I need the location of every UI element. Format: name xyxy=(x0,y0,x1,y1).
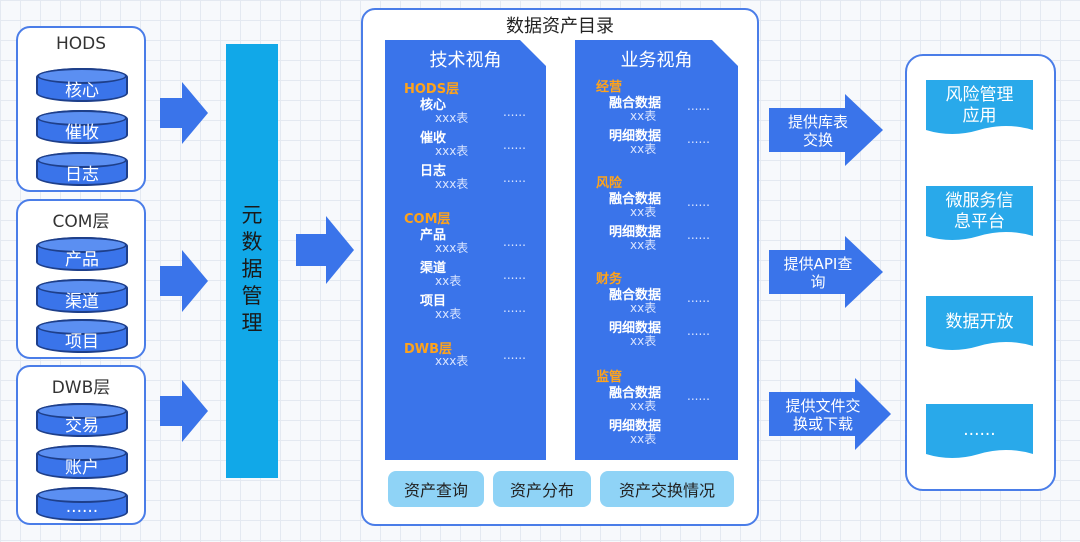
table-name: xx表 xyxy=(630,399,657,413)
row-label: 融合数据 xyxy=(609,288,662,303)
row-label: 日志 xyxy=(420,164,447,179)
ellipsis: ...... xyxy=(503,301,526,315)
table-name: xxx表 xyxy=(435,354,469,368)
service-label: 提供文件交 换或下载 xyxy=(785,397,861,433)
ellipsis: ...... xyxy=(503,268,526,282)
hods-group: HODS 核心 催收 日志 xyxy=(16,26,146,192)
section-name: 监管 xyxy=(596,370,623,385)
row-label: 融合数据 xyxy=(609,96,662,111)
table-name: xx表 xyxy=(630,432,657,446)
folded-corner xyxy=(712,40,738,66)
table-name: xxx表 xyxy=(435,177,469,191)
row-label: 催收 xyxy=(420,131,447,146)
tab-asset-distribution[interactable]: 资产分布 xyxy=(493,471,591,507)
ellipsis: ...... xyxy=(687,228,710,242)
table-name: xxx表 xyxy=(435,241,469,255)
ellipsis: ...... xyxy=(503,105,526,119)
panel-title: 业务视角 xyxy=(620,50,693,71)
row-label: 渠道 xyxy=(420,261,447,276)
section-name: 风险 xyxy=(596,176,623,191)
ellipsis: ...... xyxy=(503,171,526,185)
dwb-group: DWB层 交易 账户 ...... xyxy=(16,365,146,525)
group-title: HODS xyxy=(55,34,107,54)
row-label: 产品 xyxy=(420,228,447,243)
metadata-management-bar: 元 数 据 管 理 xyxy=(226,44,278,478)
table-name: xx表 xyxy=(435,307,462,321)
table-name: xx表 xyxy=(630,109,657,123)
db-cylinder: 产品 xyxy=(36,237,128,271)
db-cylinder: 账户 xyxy=(36,445,128,479)
group-title: DWB层 xyxy=(51,378,111,398)
folded-corner xyxy=(520,40,546,66)
ellipsis: ...... xyxy=(687,291,710,305)
table-name: xx表 xyxy=(630,334,657,348)
row-label: 明细数据 xyxy=(609,129,662,144)
ellipsis: ...... xyxy=(503,138,526,152)
table-name: xx表 xyxy=(630,142,657,156)
ellipsis: ...... xyxy=(503,235,526,249)
db-cylinder: 日志 xyxy=(36,152,128,186)
row-label: 明细数据 xyxy=(609,419,662,434)
ellipsis: ...... xyxy=(687,195,710,209)
service-label: 提供库表 交换 xyxy=(787,113,848,149)
ellipsis: ...... xyxy=(687,324,710,338)
section-name: DWB层 xyxy=(404,342,453,357)
row-label: 明细数据 xyxy=(609,321,662,336)
row-label: 明细数据 xyxy=(609,225,662,240)
table-name: xxx表 xyxy=(435,144,469,158)
group-title: COM层 xyxy=(52,212,110,232)
row-label: 融合数据 xyxy=(609,386,662,401)
row-label: 核心 xyxy=(420,98,447,113)
db-cylinder: 催收 xyxy=(36,110,128,144)
db-cylinder: ...... xyxy=(36,487,128,521)
section-name: COM层 xyxy=(404,212,451,227)
db-cylinder: 渠道 xyxy=(36,279,128,313)
metadata-label: 元 数 据 管 理 xyxy=(241,203,263,335)
com-group: COM层 产品 渠道 项目 xyxy=(16,199,146,359)
section-name: 财务 xyxy=(596,272,623,287)
table-name: xxx表 xyxy=(435,111,469,125)
table-name: xx表 xyxy=(630,205,657,219)
db-cylinder: 交易 xyxy=(36,403,128,437)
ellipsis: ...... xyxy=(687,99,710,113)
table-name: xx表 xyxy=(435,274,462,288)
db-cylinder: 项目 xyxy=(36,319,128,353)
catalog-title: 数据资产目录 xyxy=(506,16,614,37)
table-name: xx表 xyxy=(630,301,657,315)
ellipsis: ...... xyxy=(687,389,710,403)
service-label: 提供API查 询 xyxy=(783,255,853,291)
section-name: 经营 xyxy=(596,80,623,95)
ellipsis: ...... xyxy=(687,132,710,146)
app-microservice-platform: 微服务信 息平台 xyxy=(926,186,1033,244)
table-name: xx表 xyxy=(630,238,657,252)
tab-asset-exchange[interactable]: 资产交换情况 xyxy=(600,471,734,507)
section-name: HODS层 xyxy=(404,82,460,97)
ellipsis: ...... xyxy=(503,348,526,362)
row-label: 项目 xyxy=(420,294,447,309)
row-label: 融合数据 xyxy=(609,192,662,207)
db-cylinder: 核心 xyxy=(36,68,128,102)
tab-asset-query[interactable]: 资产查询 xyxy=(388,471,484,507)
panel-title: 技术视角 xyxy=(429,50,502,71)
